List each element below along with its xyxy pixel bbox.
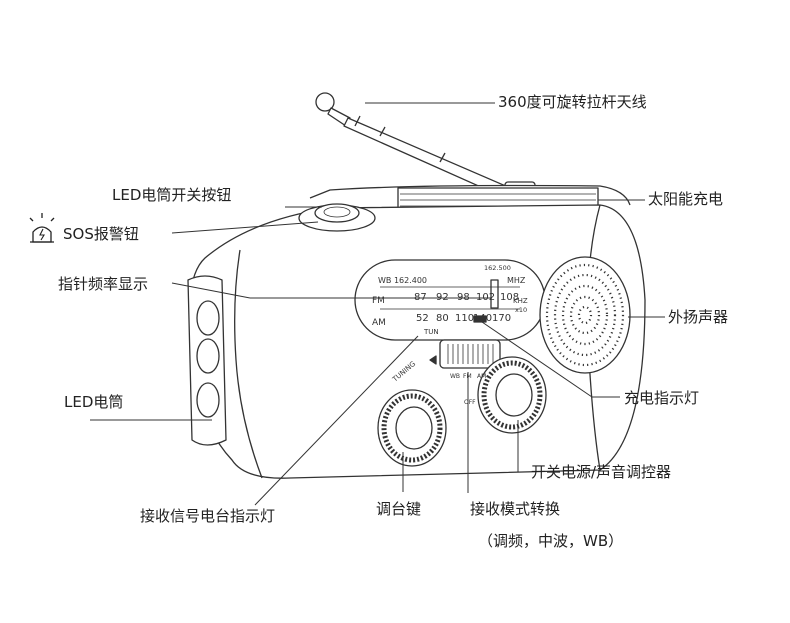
alarm-icon xyxy=(29,213,55,243)
body-fm-text: FM xyxy=(463,373,472,380)
led-flashlight-panel xyxy=(187,275,227,446)
am-tick: 110 xyxy=(455,313,474,324)
label-antenna: 360度可旋转拉杆天线 xyxy=(498,93,647,111)
label-led-flashlight: LED电筒 xyxy=(64,393,124,411)
label-signal-indicator: 接收信号电台指示灯 xyxy=(140,507,276,525)
leader-pointer-a xyxy=(171,282,251,299)
dial-tun: TUN xyxy=(423,328,439,336)
label-mode-switch: 接收模式转换 xyxy=(470,500,561,518)
band-selector-switch xyxy=(429,339,501,369)
am-tick: 140 xyxy=(473,313,492,324)
label-solar: 太阳能充电 xyxy=(648,190,724,208)
dial-wb-scale: WB 162.400 xyxy=(378,276,427,285)
label-tuning-key: 调台键 xyxy=(376,500,422,518)
label-sos: SOS报警钮 xyxy=(63,225,139,243)
leader-charge-a xyxy=(481,321,593,398)
dial-khz: KHZ xyxy=(513,297,528,305)
fm-tick: 108 xyxy=(500,292,519,303)
dial-fm: FM xyxy=(372,296,385,306)
power-volume-knob xyxy=(477,356,547,434)
dial-wb-end: 162.500 xyxy=(484,264,511,272)
dial-x10: x10 xyxy=(515,306,527,314)
label-speaker: 外扬声器 xyxy=(668,308,729,326)
body-wb-text: WB xyxy=(450,373,460,380)
tuning-knob xyxy=(377,389,447,467)
label-led-switch: LED电筒开关按钮 xyxy=(112,186,232,204)
frequency-pointer xyxy=(490,279,499,309)
signal-indicator-light xyxy=(473,315,487,323)
dial-am: AM xyxy=(372,318,386,328)
label-pointer: 指针频率显示 xyxy=(58,275,149,293)
body-am-text: AM xyxy=(477,373,486,380)
body-off-text: OFF xyxy=(464,399,476,406)
label-charge-indicator: 充电指示灯 xyxy=(624,389,700,407)
leader-lines xyxy=(90,102,665,506)
am-tick: 170 xyxy=(492,313,511,324)
am-tick: 80 xyxy=(436,313,449,324)
am-tick: 52 xyxy=(416,313,429,324)
dial-mhz: MHZ xyxy=(507,276,526,285)
label-power-volume: 开关电源/声音调控器 xyxy=(531,463,672,481)
label-mode-options: （调频，中波，WB） xyxy=(478,532,624,550)
led-switch-button xyxy=(298,203,376,232)
leader-sos xyxy=(171,221,319,234)
leader-signal xyxy=(254,335,419,506)
speaker xyxy=(539,256,631,374)
